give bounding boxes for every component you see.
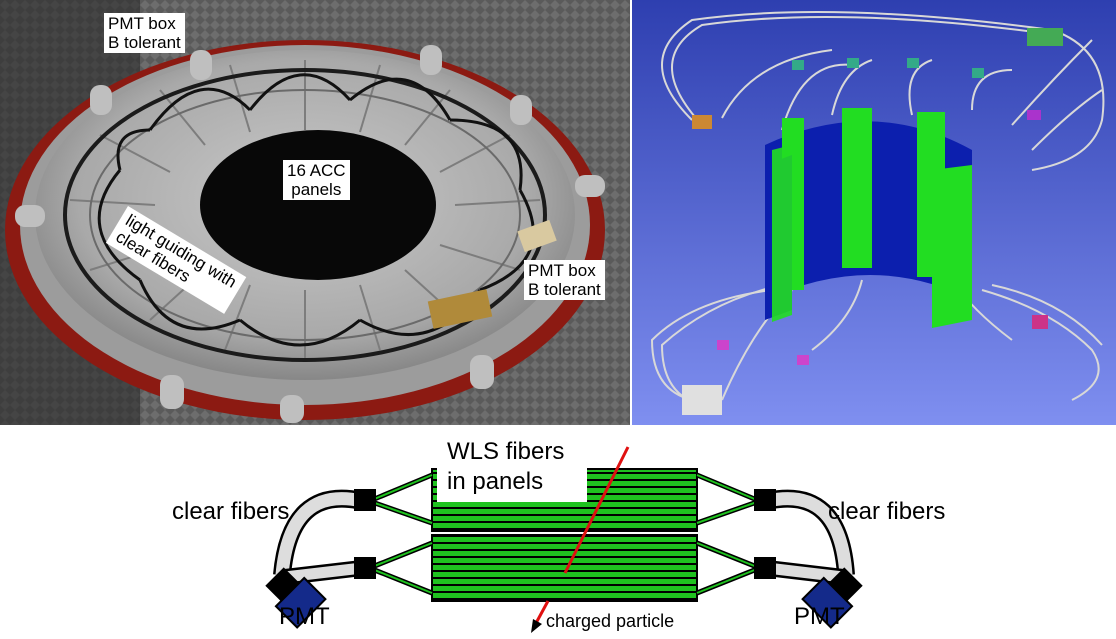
charged-particle-label: charged particle [546,611,675,631]
wls-fibers-label-line2: in panels [447,468,544,495]
acc-cylinder [765,108,972,328]
clear-fibers-left-label: clear fibers [172,498,290,525]
wls-fibers-label: WLS fibers in panels [447,437,564,497]
clear-fibers-left [273,489,364,585]
clear-fibers-right-label: clear fibers [828,498,946,525]
acc-panels-label: 16 ACC panels [283,160,350,200]
connector-right-top [754,489,776,511]
pmt-box-label-right-line1: PMT box [528,261,596,280]
wls-fibers-label-line1: WLS fibers [447,438,565,465]
fiber-connectors [682,28,1063,415]
acc-panels-label-line1: 16 ACC [287,161,346,180]
pmt-box-label-top-line1: PMT box [108,14,176,33]
acc-3d-render-illustration [632,0,1116,425]
detector-photo-illustration [0,0,630,425]
pmt-right [801,567,863,629]
pmt-left-label: PMT [279,603,330,630]
connector-left-top [354,489,376,511]
pmt-box-label-right-line2: B tolerant [528,280,601,299]
pmt-box-label-right: PMT box B tolerant [524,260,605,300]
connector-left-bottom [354,557,376,579]
clear-fibers-right [765,489,855,585]
particle-track-exit [533,600,550,626]
support-knobs [15,45,605,423]
pmt-box-label-top: PMT box B tolerant [104,13,185,53]
pmt-box-label-top-line2: B tolerant [108,33,181,52]
detector-photo: PMT box B tolerant 16 ACC panels light g… [0,0,630,425]
wls-label-backdrop [437,440,587,502]
particle-arrowhead [531,619,542,633]
connector-right-bottom [754,557,776,579]
acc-schematic: WLS fibers in panels clear fibers clear … [0,425,1116,639]
acc-schematic-drawing [265,440,863,633]
upper-fiber-bundles [661,11,1105,171]
wls-fiber-legs-green [371,474,758,594]
wls-panel-bottom [431,534,698,602]
acc-panels-label-line2: panels [291,180,342,199]
particle-track [563,446,630,574]
pmt-left [265,567,327,629]
pmt-right-label: PMT [794,603,845,630]
acc-3d-render [632,0,1116,425]
